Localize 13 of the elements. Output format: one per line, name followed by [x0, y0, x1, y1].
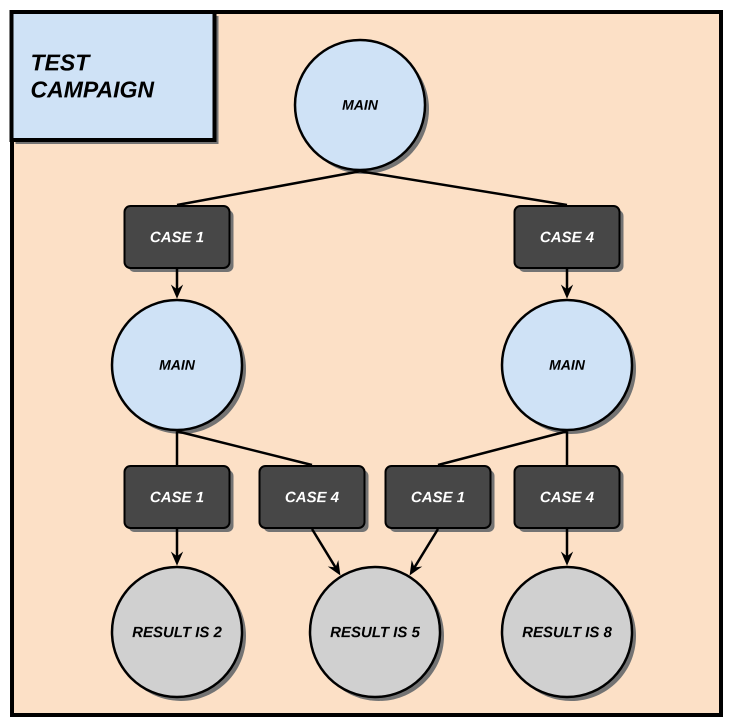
connector-line — [176, 430, 312, 466]
case-box: CASE 4 — [514, 205, 624, 272]
title-box: TEST CAMPAIGN — [10, 10, 218, 144]
connector-line — [566, 431, 568, 465]
connector-line — [438, 430, 568, 466]
case-box: CASE 4 — [514, 465, 624, 532]
case-box: CASE 1 — [124, 205, 234, 272]
connector-line — [176, 431, 178, 465]
case-box: CASE 1 — [124, 465, 234, 532]
connector-line — [360, 170, 568, 206]
case-box: CASE 1 — [384, 465, 494, 532]
case-box: CASE 4 — [258, 465, 368, 532]
connector-line — [176, 170, 360, 206]
